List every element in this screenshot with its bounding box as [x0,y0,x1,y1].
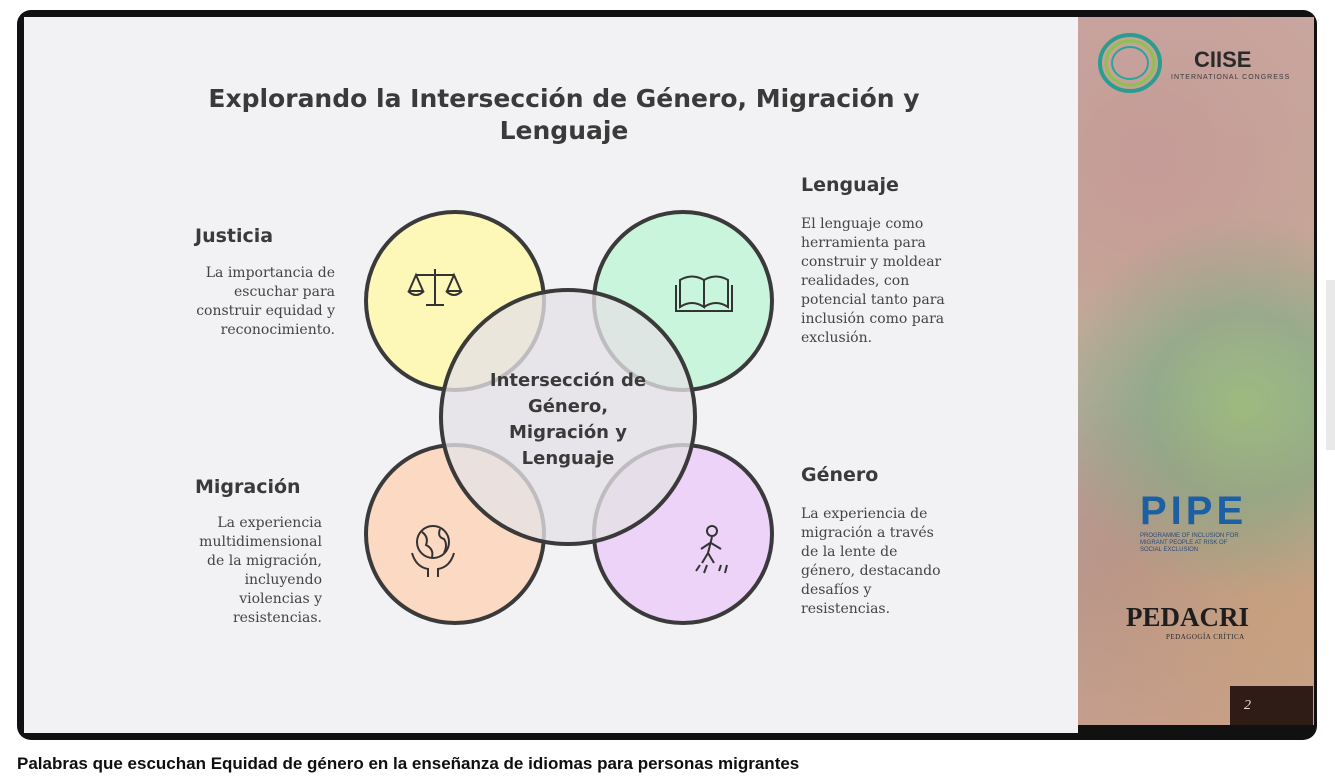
text-lenguaje: El lenguaje como herramienta para constr… [801,216,945,346]
label-migracion: Migración [195,476,301,498]
ciise-logo-icon [1098,33,1162,93]
label-lenguaje: Lenguaje [801,174,899,196]
circle-center [439,288,697,546]
globe-hands-icon [411,525,455,577]
center-label: Intersección de Género, Migración y Leng… [489,370,647,469]
label-justicia: Justicia [195,225,274,247]
slide-sidebar: CIISE INTERNATIONAL CONGRESS PIPE PROGRA… [1078,17,1314,725]
text-genero: La experiencia de migración a través de … [801,506,941,617]
text-migracion: La experiencia multidimensional de la mi… [199,515,322,626]
pipe-logo-subtitle: PROGRAMME OF INCLUSION FOR MIGRANT PEOPL… [1140,533,1239,553]
page-number-text: 2 [1244,697,1251,713]
video-title[interactable]: Palabras que escuchan Equidad de género … [17,754,800,773]
pedacri-logo-title: PEDACRI [1126,602,1250,632]
label-genero: Género [801,464,879,486]
slide-page-number: 2 [1230,686,1313,725]
ciise-title: CIISE [1194,47,1252,72]
panel-edge-handle[interactable] [1326,280,1335,450]
book-icon [675,275,733,312]
venn-diagram [364,210,774,625]
text-justicia: La importancia de escuchar para construi… [196,265,335,338]
pedacri-logo-subtitle: PEDAGOGÍA CRÍTICA [1166,633,1245,641]
slide-title: Explorando la Intersección de Género, Mi… [208,84,920,145]
scales-icon [407,269,463,306]
ciise-subtitle: INTERNATIONAL CONGRESS [1171,74,1291,81]
slide-canvas: Explorando la Intersección de Género, Mi… [24,17,1078,733]
walking-person-icon [695,525,728,574]
pipe-logo-title: PIPE [1140,489,1248,533]
